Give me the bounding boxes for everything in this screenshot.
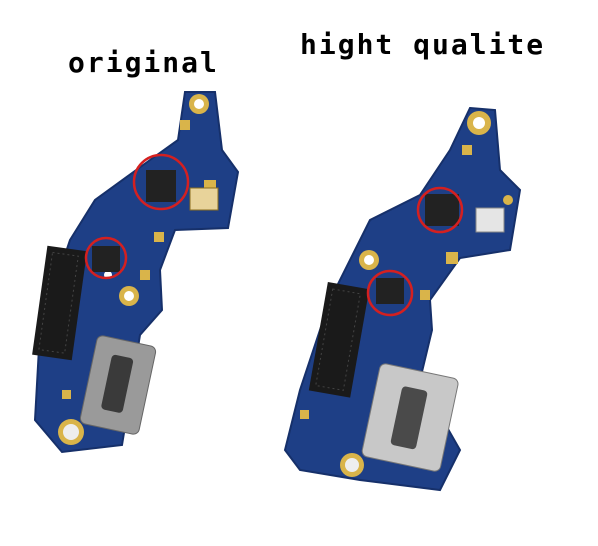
pcb-original (32, 91, 240, 454)
pcb-high-quality (283, 106, 522, 492)
label-high-quality: hight qualite (300, 28, 546, 61)
label-original: original (68, 46, 219, 79)
